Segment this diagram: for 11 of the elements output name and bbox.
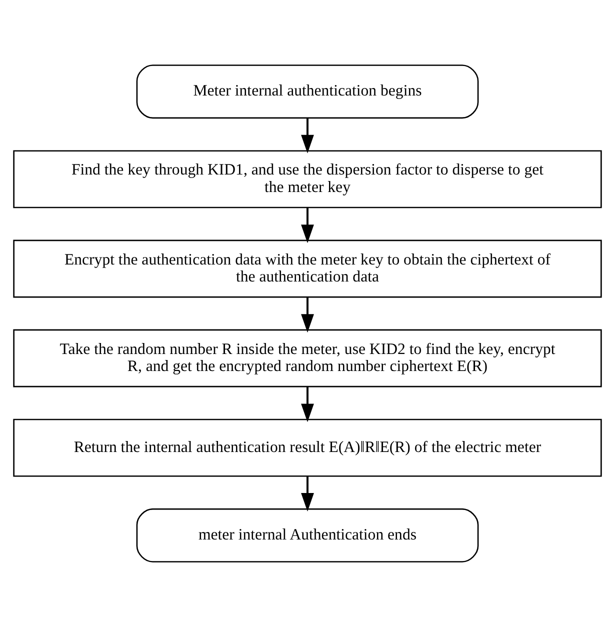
node-box: Meter internal authentication begins [136,64,479,118]
arrow [301,476,314,511]
arrow [301,386,314,422]
arrow [301,296,314,332]
node-box: Take the random number R inside the meter, use KID2 to find the key, encrypt R, and get the encrypted random number ciphertext E(R) [13,328,602,387]
node-box: Encrypt the authentication data with the meter key to obtain the ciphertext of the authentication data [13,239,602,298]
node-box: Find the key through KID1, and use the dispersion factor to disperse to get the meter key [13,150,602,208]
node-box: Return the internal authentication result E(A)‖R‖E(R) of the electric meter [13,418,602,476]
node-box: meter internal Authentication ends [136,508,479,562]
arrow [301,117,314,153]
arrow [301,207,314,243]
